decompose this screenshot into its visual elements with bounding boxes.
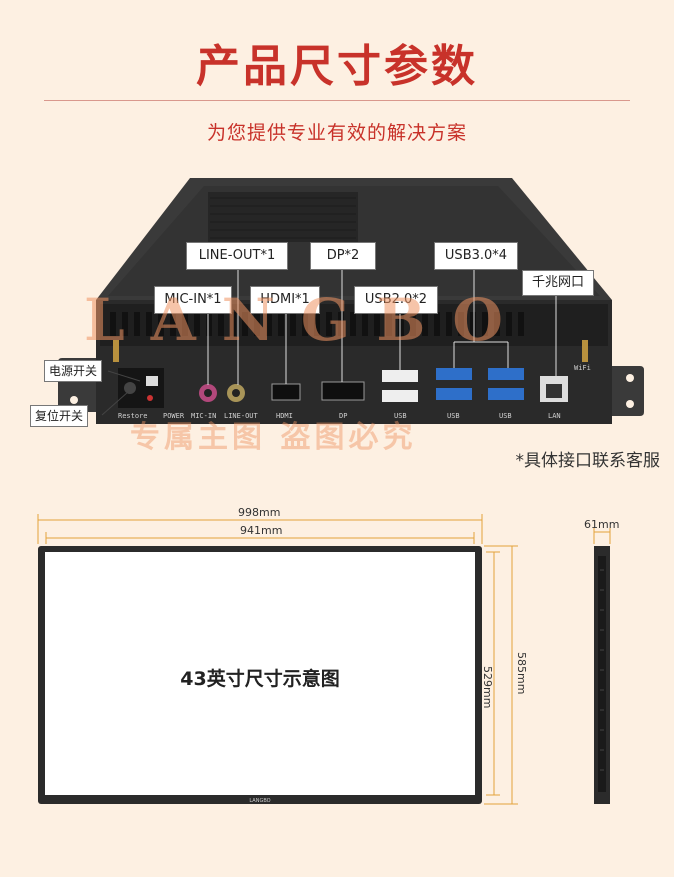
antenna-left [113,340,119,362]
page-title: 产品尺寸参数 [196,41,478,92]
power-button [146,376,158,386]
port-label-wifi: WiFi [574,364,591,372]
dp-port [321,381,365,401]
usb3-port-3 [488,368,524,380]
callout-mic-in: MIC-IN*1 [154,286,232,314]
power-switch-label: 电源开关 [44,360,103,382]
screen-size-label: 43英寸尺寸示意图 [180,668,340,690]
port-label-hdmi: HDMI [276,412,293,420]
usb3-port-1 [436,368,472,380]
display-area: 43英寸尺寸示意图 [45,552,475,795]
antenna-right [582,340,588,362]
bezel-brand-mark: LANGBO [249,798,271,804]
watermark-logo: LANGBO [84,286,529,354]
watermark-text: 专属主图 盗图必究 [130,420,417,455]
usb2-port-2 [382,390,418,402]
port-label-lan: LAN [548,412,561,420]
top-vent [208,192,358,242]
callout-dp: DP*2 [310,242,376,270]
port-label-restore: Restore [118,412,148,420]
port-label-mic-in: MIC-IN [191,412,217,420]
port-label-usb-3: USB [499,412,512,420]
callout-leader-lines [207,268,557,385]
port-label-power: POWER [163,412,185,420]
outer-width-label: 998mm [238,506,281,519]
usb3-port-4 [488,388,524,400]
page-subtitle: 为您提供专业有效的解决方案 [206,122,467,144]
display-front-view: 43英寸尺寸示意图 LANGBO [38,546,482,804]
dimension-lines [37,514,611,805]
depth-label: 61mm [584,518,620,531]
side-leader-lines [101,370,141,416]
restore-button [124,382,136,394]
callout-line-out: LINE-OUT*1 [186,242,288,270]
interface-note: *具体接口联系客服 [515,451,661,471]
callout-hdmi: HDMI*1 [250,286,320,314]
right-bracket [612,366,644,416]
hdmi-port [271,383,301,401]
outer-height-label: 585mm [515,652,528,695]
inner-height-label: 529mm [481,666,494,709]
port-label-dp: DP [339,412,348,420]
port-label-usb-2: USB [447,412,460,420]
usb2-port-1 [382,370,418,382]
callout-gigabit-lan: 千兆网口 [522,270,594,296]
callout-usb2: USB2.0*2 [354,286,438,314]
port-label-line-out: LINE-OUT [224,412,258,420]
port-label-usb-1: USB [394,412,407,420]
callout-usb3: USB3.0*4 [434,242,518,270]
reset-switch-label: 复位开关 [30,405,89,427]
usb3-port-2 [436,388,472,400]
title-divider [44,100,630,101]
inner-width-label: 941mm [240,524,283,537]
